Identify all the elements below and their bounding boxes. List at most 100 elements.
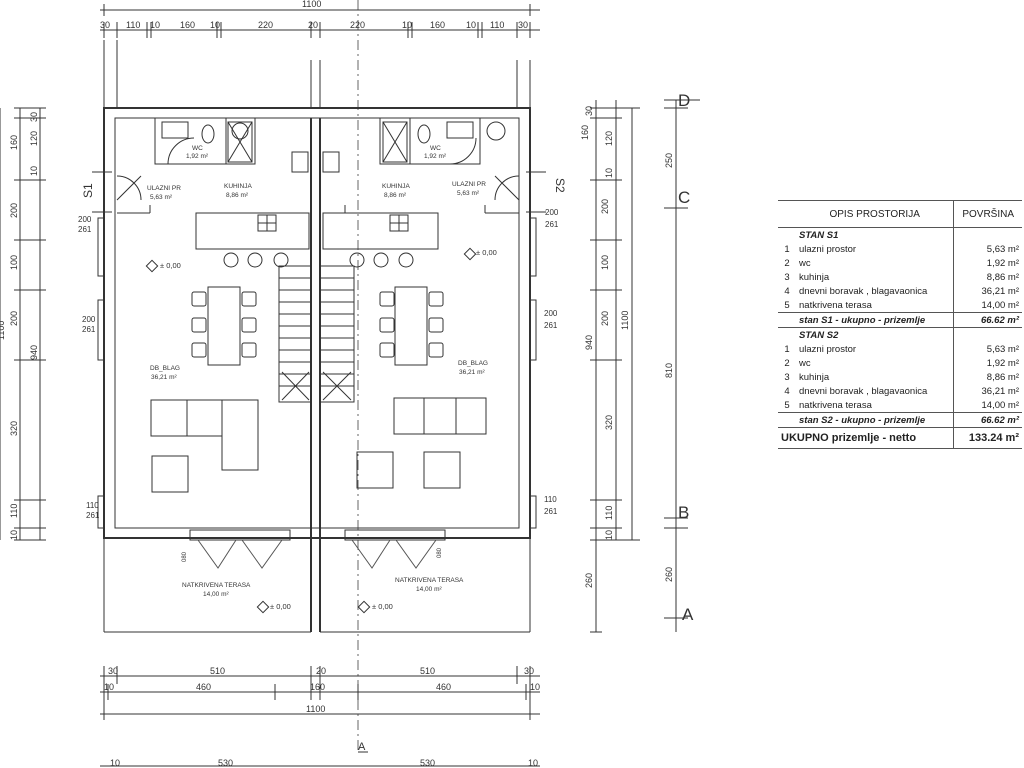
svg-text:200: 200 [82,315,96,324]
dim-label: 160 [310,682,325,692]
washing-machine-left [231,122,249,140]
dim-label: 320 [604,415,614,430]
axis-c: C [678,188,690,207]
toilet-right [417,124,431,144]
dim-label: 30 [108,666,118,676]
door-width-labels: 080 080 [182,547,443,562]
staircase-right [319,265,355,403]
svg-text:261: 261 [86,511,100,520]
svg-text:080: 080 [437,547,443,558]
cooktop-right [389,214,409,232]
bar-stools [223,252,414,268]
section-s2: S2 [553,178,567,193]
room-terasa-left-area: 14,00 m² [203,591,229,598]
dining-table-right [394,286,428,366]
dim-label: 10 [110,758,120,768]
dim-label: 30 [524,666,534,676]
dim-bottom-total: 1100 [306,704,325,714]
dining-table-left [207,286,241,366]
room-kuhinja-right-name: KUHINJA [382,183,410,190]
fridge-right [322,151,340,173]
dim-ticks-left [14,107,46,541]
staircase-left [278,265,312,403]
dim-label: 320 [9,421,19,436]
room-wc-left-area: 1,92 m² [186,153,209,160]
dim-label: 20 [308,20,318,30]
room-wc-right-area: 1,92 m² [424,153,447,160]
table-section-title-s1: STAN S1 [778,227,1022,242]
dim-right-total-b: 810 [664,363,674,378]
level-markers [145,247,477,614]
table-header-description: OPIS PROSTORIJA [796,200,955,228]
dim-right-260: 260 [664,567,674,582]
dim-label: 160 [430,20,445,30]
dim-label: 530 [218,758,233,768]
dim-label: 200 [600,199,610,214]
dim-label: 30 [518,20,528,30]
dim-label: 30 [100,20,110,30]
dim-label: 10 [402,20,412,30]
room-db-right-name: DB_BLAG [458,360,488,367]
sink-right [446,121,474,139]
room-db-left-area: 36,21 m² [151,374,177,381]
axis-b: B [678,503,689,522]
terrace-doors [189,529,446,569]
dining-chairs [191,291,444,358]
svg-text:± 0,00: ± 0,00 [160,261,181,270]
dim-label: 30 [29,112,39,122]
dim-right-250: 250 [664,153,674,168]
dim-top-total: 1100 [302,0,321,9]
outer-wall [103,107,531,539]
dim-label: 510 [210,666,225,676]
dim-label: 510 [420,666,435,676]
room-ulazni-right-area: 5,63 m² [457,190,480,197]
dim-label: 100 [600,255,610,270]
dim-label: 110 [490,20,504,30]
entrance-door-right [494,175,520,201]
dim-label: 200 [9,311,19,326]
kitchen-island-left [195,212,310,250]
room-ulazni-left-area: 5,63 m² [150,194,173,201]
section-s1: S1 [81,183,95,198]
dim-label: 10 [29,166,39,176]
room-labels: WC 1,92 m² WC 1,92 m² ULAZNI PR 5,63 m² … [147,145,488,598]
svg-text:261: 261 [82,325,96,334]
dim-label: 10 [528,758,538,768]
dim-label: 10 [104,682,114,692]
dim-label: 160 [180,20,195,30]
section-a: A [358,741,366,753]
section-marks [92,171,546,753]
sofa-left [150,399,259,471]
room-kuhinja-left-name: KUHINJA [224,183,252,190]
room-db-left-name: DB_BLAG [150,365,180,372]
dim-ticks-bottom [103,666,531,720]
dim-label: 110 [604,506,614,520]
dim-label: 160 [580,125,590,140]
dim-label: 120 [29,131,39,146]
sofa-right [393,397,487,435]
inner-wall [114,117,520,529]
fridge-left [291,151,309,173]
svg-text:200: 200 [78,215,92,224]
svg-text:± 0,00: ± 0,00 [270,602,291,611]
axis-d: D [678,91,690,110]
dim-ticks-right [590,99,700,633]
dim-label: 220 [258,20,273,30]
dim-label: 200 [9,203,19,218]
armchair-right-2 [423,451,461,489]
